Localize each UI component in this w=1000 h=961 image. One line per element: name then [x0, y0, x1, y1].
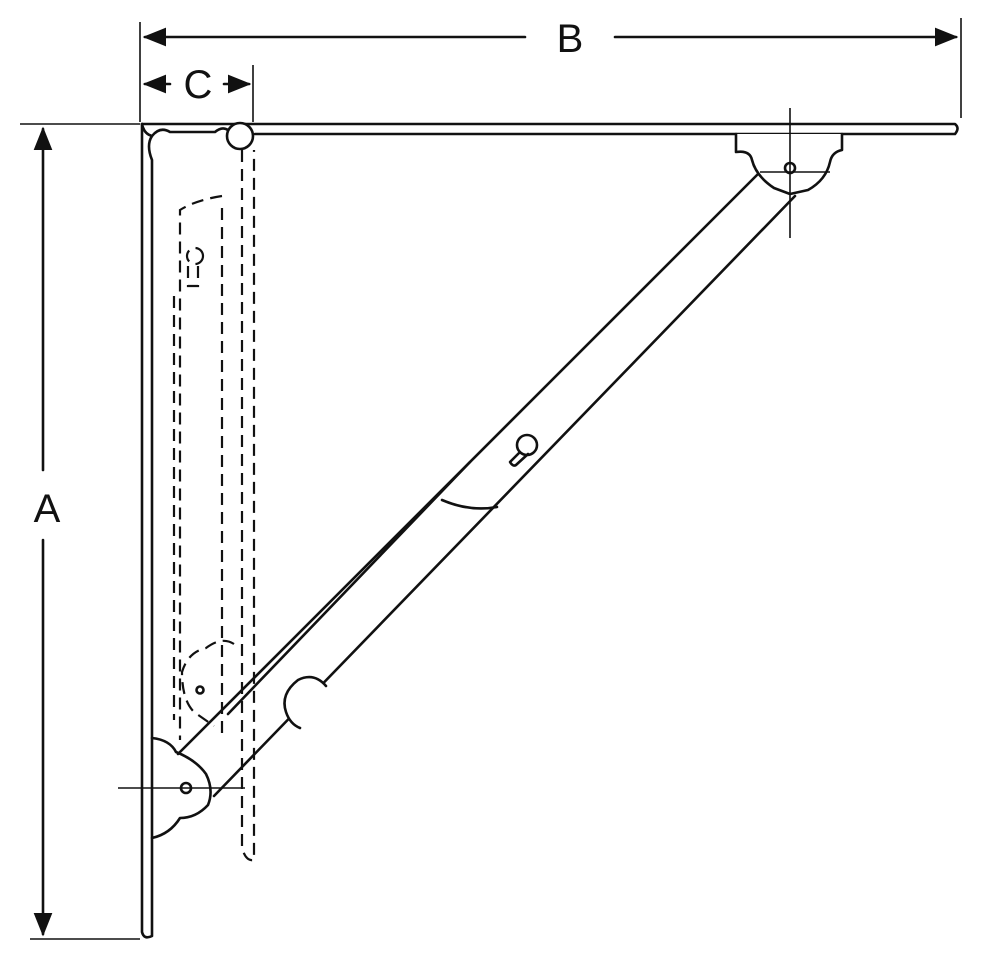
folded-position	[172, 150, 256, 862]
dimension-b-label: B	[557, 17, 584, 61]
vertical-arm	[118, 122, 245, 939]
dimension-c-label: C	[184, 63, 213, 107]
top-arm	[140, 108, 959, 238]
dimension-b: B	[139, 17, 962, 122]
dimension-a-label: A	[34, 487, 61, 531]
diagonal-brace	[176, 172, 797, 798]
dimension-a: A	[20, 123, 140, 940]
dimension-c: C	[142, 63, 254, 122]
